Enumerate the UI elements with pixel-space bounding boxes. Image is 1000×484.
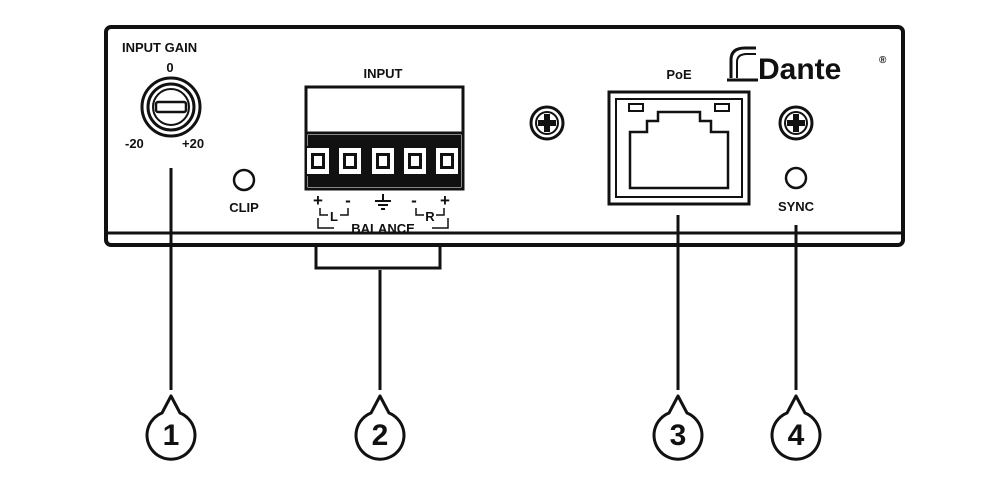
terminal-screw-2 <box>337 146 363 176</box>
callout-4-number: 4 <box>788 419 805 452</box>
balance-label: BALANCE <box>351 221 415 236</box>
callout-1-number: 1 <box>163 419 180 452</box>
dante-logo: Dante ® <box>727 46 887 86</box>
ground-symbol-icon <box>375 194 391 210</box>
mounting-screw-left-icon <box>529 105 565 141</box>
callout-4: 4 <box>770 394 822 461</box>
terminal-plus-right: + <box>440 191 450 210</box>
terminal-screw-1 <box>305 146 331 176</box>
terminal-screw-4 <box>402 146 428 176</box>
dante-brand-text: Dante <box>758 53 841 86</box>
mounting-screw-right-icon <box>778 105 814 141</box>
callout-2: 2 <box>354 394 406 461</box>
callout-markers: 1 2 3 4 <box>145 394 822 461</box>
terminal-minus-right: - <box>411 191 417 210</box>
callout-1: 1 <box>145 394 197 461</box>
input-title: INPUT <box>364 66 403 81</box>
terminal-plus-left: + <box>313 191 323 210</box>
sync-label: SYNC <box>778 199 815 214</box>
input-gain-zero-label: 0 <box>166 60 173 75</box>
dante-registered-mark: ® <box>879 55 887 66</box>
terminal-screws <box>305 146 460 176</box>
clip-label: CLIP <box>229 200 259 215</box>
callout-3-number: 3 <box>670 419 687 452</box>
callout-3: 3 <box>652 394 704 461</box>
panel-body <box>104 25 905 247</box>
panel-foot <box>314 245 442 270</box>
terminal-screw-5 <box>434 146 460 176</box>
channel-brackets <box>317 208 449 229</box>
right-channel-label: R <box>425 209 435 224</box>
input-gain-max-label: +20 <box>182 136 204 151</box>
left-channel-label: L <box>330 209 338 224</box>
dante-logo-mark-icon <box>729 46 756 78</box>
poe-label: PoE <box>666 67 692 82</box>
clip-led <box>232 168 256 192</box>
callout-leader-lines <box>169 168 798 390</box>
callout-2-number: 2 <box>372 419 389 452</box>
poe-ethernet-port[interactable] <box>607 90 751 206</box>
input-gain-min-label: -20 <box>125 136 144 151</box>
sync-led <box>784 166 808 190</box>
terminal-minus-left: - <box>345 191 351 210</box>
input-gain-title: INPUT GAIN <box>122 40 197 55</box>
terminal-screw-3 <box>370 146 396 176</box>
input-gain-knob[interactable] <box>140 76 202 138</box>
